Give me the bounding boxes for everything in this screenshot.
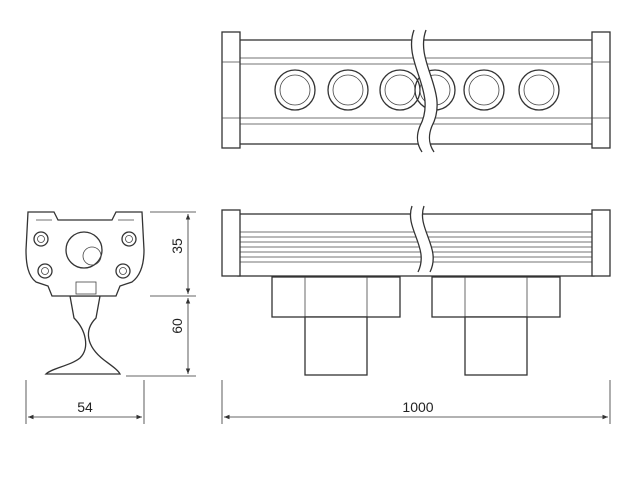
screws (33, 231, 137, 279)
side-break-mask (410, 206, 434, 272)
side-view (221, 205, 611, 376)
side-end-cap-right (591, 209, 611, 277)
bracket-right (431, 276, 561, 376)
dimension-height-top-label: 35 (169, 238, 185, 254)
bracket-left-base (271, 276, 401, 318)
dimension-length-label: 1000 (402, 399, 433, 415)
led-lens-inner (332, 74, 364, 106)
dimension-height-top: 35 (150, 211, 196, 297)
top-view (221, 29, 611, 153)
break-line-left (410, 29, 426, 153)
led-lens-inner (468, 74, 500, 106)
mount-arm (44, 295, 122, 375)
led-lens (274, 69, 316, 111)
top-end-cap-right (591, 31, 611, 149)
end-lens (65, 231, 103, 269)
screw-icon (115, 263, 131, 279)
led-lens (327, 69, 369, 111)
end-lens-inner (82, 246, 102, 266)
side-break-line-right (421, 205, 434, 273)
screw-icon-inner (41, 267, 49, 275)
led-lens-inner (279, 74, 311, 106)
led-lens (518, 69, 560, 111)
led-lens-inner (523, 74, 555, 106)
dimension-length: 1000 (221, 380, 611, 424)
screw-icon-inner (125, 235, 133, 243)
dimension-height-bottom-label: 60 (169, 318, 185, 334)
end-profile (25, 211, 145, 297)
dimension-width-label: 54 (77, 399, 93, 415)
bracket-right-base (431, 276, 561, 318)
bracket-right-post (464, 316, 528, 376)
led-lens (463, 69, 505, 111)
cable-gland (75, 281, 97, 295)
side-break-line-left (409, 205, 422, 273)
screw-icon (33, 231, 49, 247)
break-mask (411, 30, 438, 152)
screw-icon-inner (119, 267, 127, 275)
bracket-left-post (304, 316, 368, 376)
top-end-cap-left (221, 31, 241, 149)
bracket-left (271, 276, 401, 376)
break-line-right (422, 29, 438, 153)
screw-icon-inner (37, 235, 45, 243)
end-view (25, 211, 145, 375)
dimension-width: 54 (25, 380, 145, 424)
side-end-cap-left (221, 209, 241, 277)
screw-icon (121, 231, 137, 247)
dimension-height-bottom: 60 (126, 298, 196, 377)
screw-icon (37, 263, 53, 279)
